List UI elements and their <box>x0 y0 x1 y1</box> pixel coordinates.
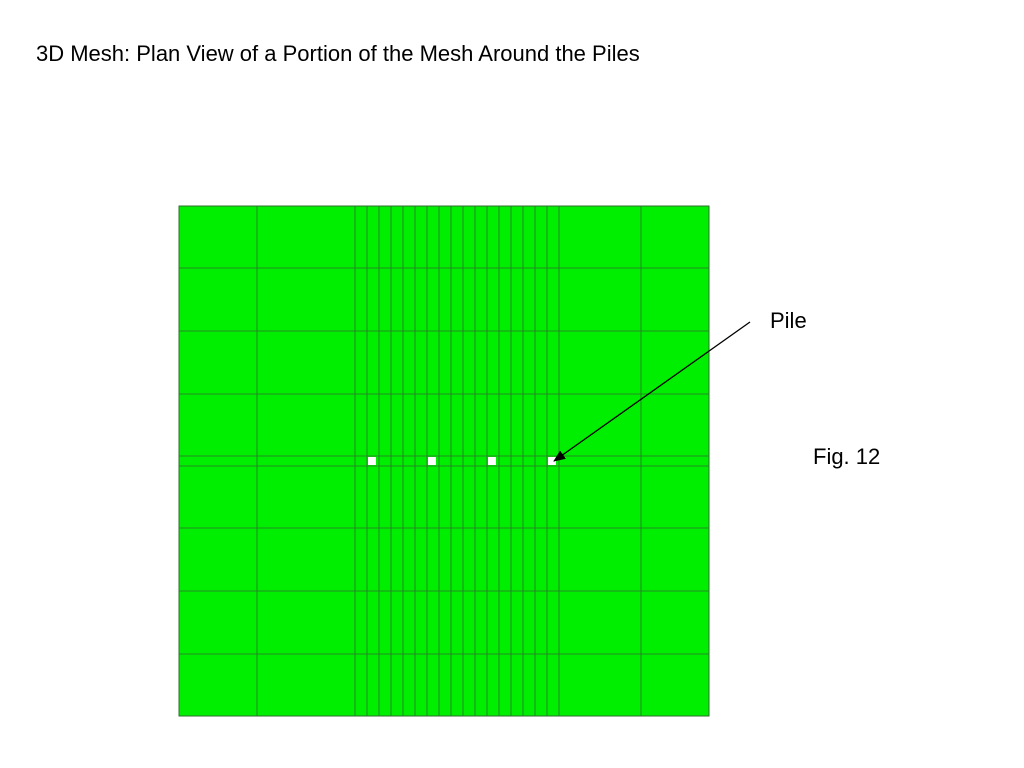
figure-label: Fig. 12 <box>813 444 881 469</box>
pile-marker <box>368 457 376 465</box>
pile-marker <box>548 457 556 465</box>
pile-marker <box>428 457 436 465</box>
pile-label: Pile <box>770 308 807 333</box>
mesh-area <box>178 205 710 717</box>
pile-marker <box>488 457 496 465</box>
slide-title: 3D Mesh: Plan View of a Portion of the M… <box>36 41 640 66</box>
mesh-grid-lines <box>179 206 709 716</box>
pile-group <box>368 457 556 465</box>
pile-pointer-arrow <box>553 321 751 462</box>
